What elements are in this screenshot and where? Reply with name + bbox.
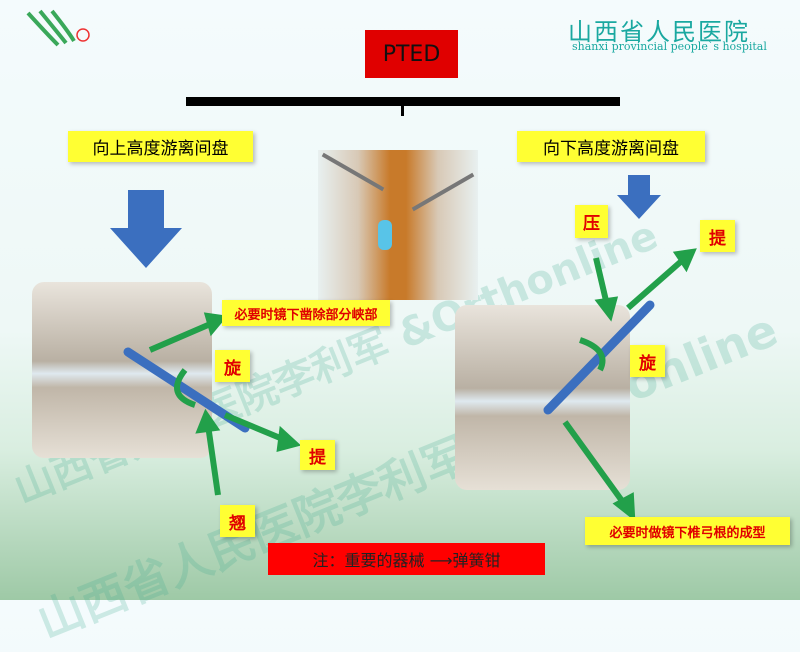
right-heading: 向下高度游离间盘 [517, 131, 705, 162]
page-title: PTED [365, 30, 458, 78]
down-arrow-icon [617, 175, 661, 219]
bracket-bar [186, 97, 620, 106]
left-lift-label: 提 [300, 440, 335, 470]
spine-center-image [318, 150, 478, 300]
bracket-tick [401, 106, 404, 116]
hospital-name-en: shanxi provincial people`s hospital [572, 40, 767, 53]
right-lift-label: 提 [700, 220, 735, 252]
left-rotate-label: 旋 [215, 350, 250, 382]
right-press-label: 压 [575, 205, 608, 238]
hospital-logo [26, 9, 90, 47]
left-note-label: 必要时镜下凿除部分峡部 [222, 300, 390, 326]
left-heading: 向上高度游离间盘 [68, 131, 253, 162]
footer-note: 注：重要的器械 ⟶弹簧钳 [268, 543, 545, 575]
instrument-arrows [123, 248, 697, 522]
right-spine-image [455, 305, 630, 490]
down-arrow-icon [110, 190, 182, 268]
left-tilt-label: 翘 [220, 505, 255, 537]
right-note-label: 必要时做镜下椎弓根的成型 [585, 517, 790, 545]
hospital-name-cn: 山西省人民医院 [568, 18, 750, 46]
right-rotate-label: 旋 [630, 345, 665, 377]
